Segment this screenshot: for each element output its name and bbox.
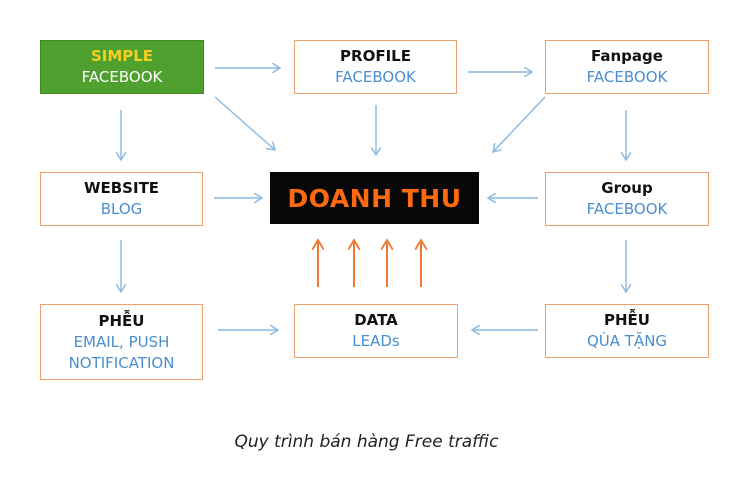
pheu-email-line2: EMAIL, PUSH — [73, 332, 170, 351]
fanpage-facebook-title: Fanpage — [591, 47, 663, 65]
pheu-qua-tang-title: PHỄU — [604, 311, 650, 329]
simple-facebook-subtitle: FACEBOOK — [81, 68, 163, 86]
group-facebook-title: Group — [601, 179, 653, 197]
website-blog-subtitle: BLOG — [100, 200, 143, 218]
pheu-qua-tang-subtitle: QÙA TẶNG — [586, 332, 668, 350]
fanpage-facebook-box: Fanpage FACEBOOK — [545, 40, 709, 94]
pheu-qua-tang-box: PHỄU QÙA TẶNG — [545, 304, 709, 358]
arrow-fanpage-to-revenue — [493, 96, 546, 152]
website-blog-box: WEBSITE BLOG — [40, 172, 203, 226]
fanpage-facebook-subtitle: FACEBOOK — [586, 68, 668, 86]
data-leads-subtitle: LEADs — [352, 332, 400, 350]
data-leads-title: DATA — [354, 311, 398, 329]
arrow-simple-to-revenue — [214, 96, 275, 150]
pheu-email-title: PHỄU — [98, 311, 145, 330]
doanh-thu-box: DOANH THU — [270, 172, 479, 224]
website-blog-title: WEBSITE — [83, 179, 160, 197]
group-facebook-box: Group FACEBOOK — [545, 172, 709, 226]
doanh-thu-label: DOANH THU — [287, 183, 462, 213]
pheu-email-box: PHỄU EMAIL, PUSH NOTIFICATION — [40, 304, 203, 380]
data-leads-box: DATA LEADs — [294, 304, 458, 358]
diagram-caption: Quy trình bán hàng Free traffic — [234, 432, 499, 452]
pheu-email-line3: NOTIFICATION — [68, 353, 175, 372]
profile-facebook-subtitle: FACEBOOK — [335, 68, 416, 86]
profile-facebook-box: PROFILE FACEBOOK — [294, 40, 457, 94]
group-facebook-subtitle: FACEBOOK — [586, 200, 668, 218]
simple-facebook-box: SIMPLE FACEBOOK — [40, 40, 204, 94]
simple-facebook-title: SIMPLE — [90, 47, 154, 65]
profile-facebook-title: PROFILE — [340, 47, 411, 65]
